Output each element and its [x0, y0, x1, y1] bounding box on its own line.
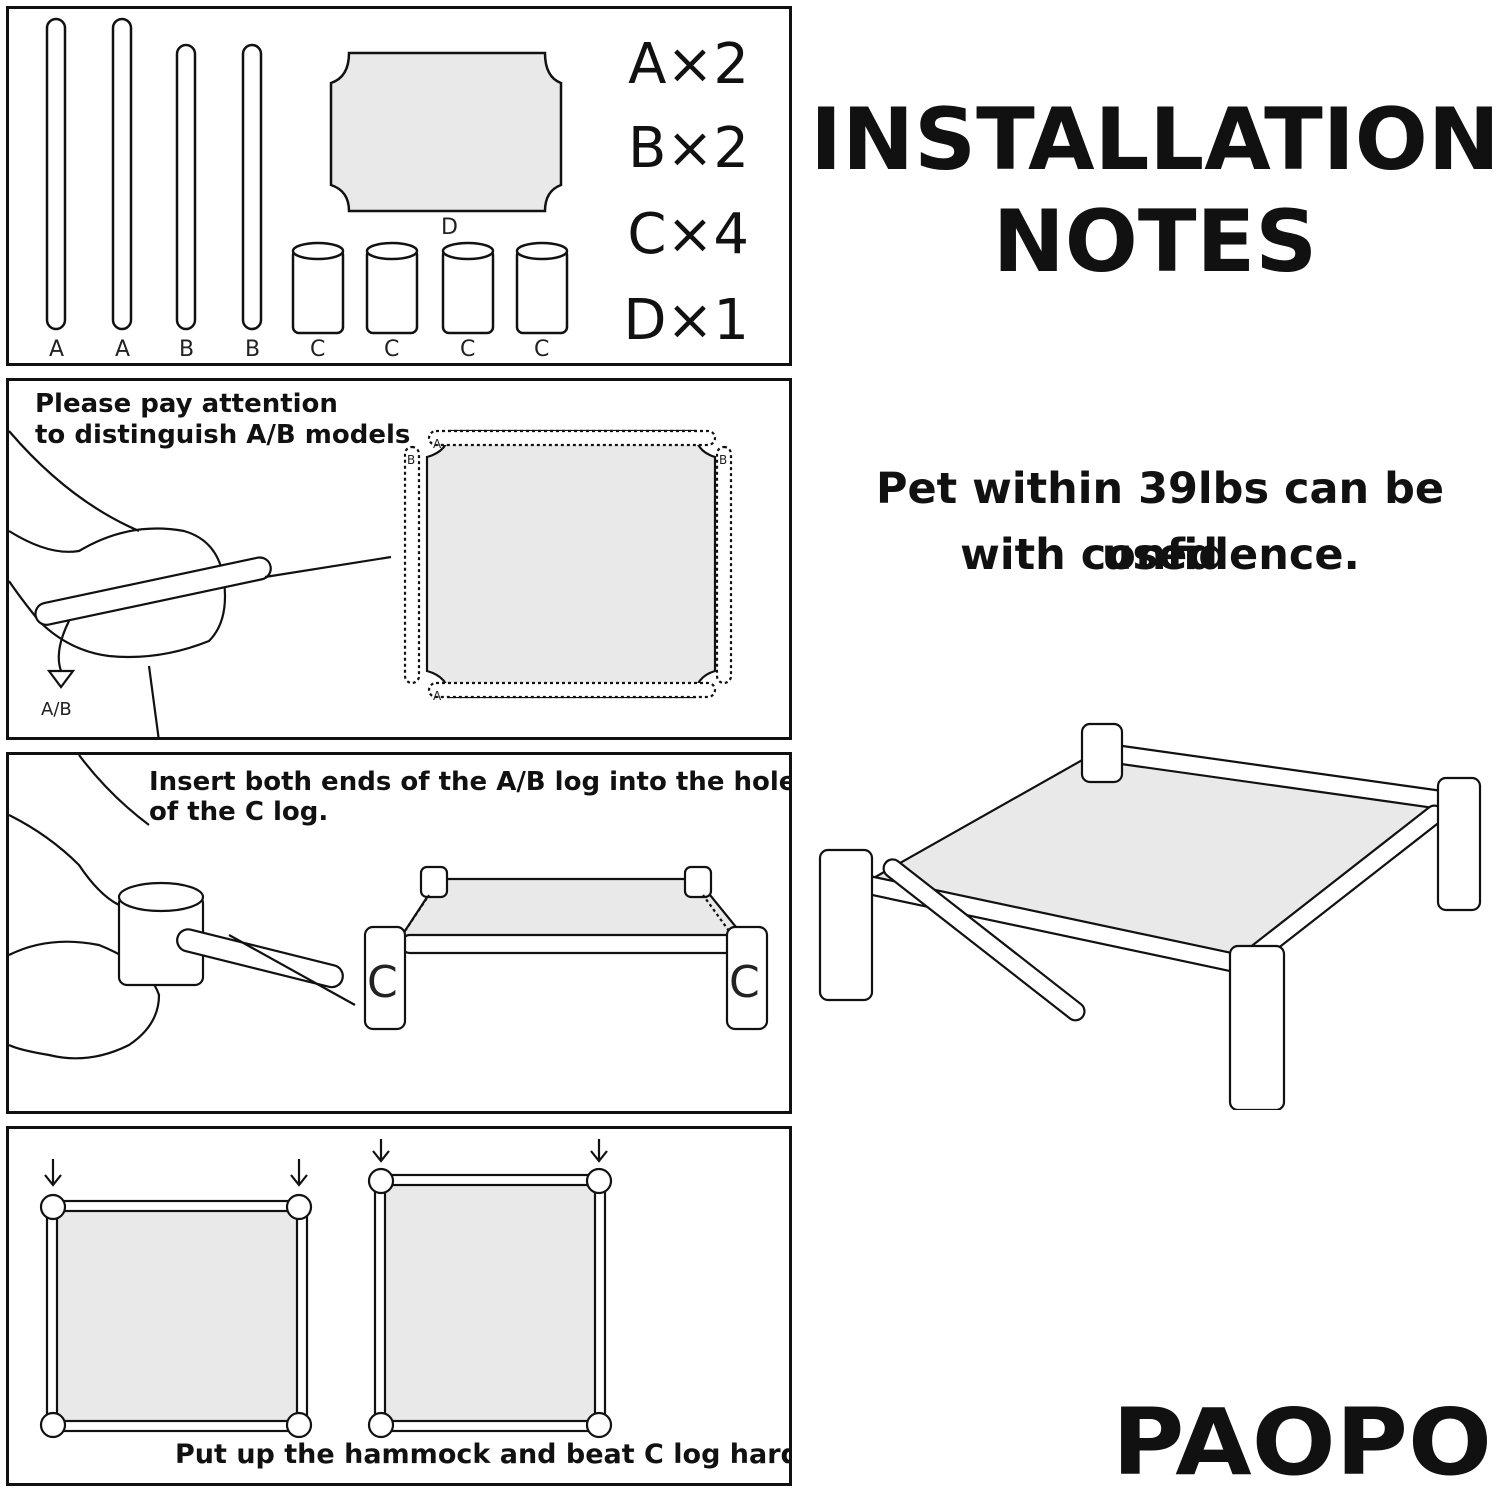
- distinguish-illustration: [9, 429, 733, 737]
- leg-left: [363, 925, 407, 1031]
- rod-label: B: [179, 337, 195, 362]
- cap-label: C: [534, 337, 550, 362]
- rod-b-2: [241, 43, 263, 331]
- count-c: C×4: [627, 202, 749, 267]
- parts-illustration: [45, 17, 569, 335]
- brand-logo: PAOPO: [1112, 1398, 1492, 1482]
- weight-note-line2: with confidence.: [960, 530, 1360, 580]
- brand-logo-text: PAOPO: [1112, 1398, 1492, 1482]
- rod-label: A: [49, 337, 65, 362]
- frame-after: [367, 1139, 613, 1439]
- leg-label: C: [367, 957, 398, 1008]
- bed-leg-right: [1436, 776, 1482, 912]
- arrow-label: A/B: [41, 699, 72, 720]
- hammock-d: [329, 51, 563, 213]
- bed-leg-left: [818, 848, 874, 1002]
- cap-c-1: [291, 241, 345, 335]
- page-title-line1: INSTALLATION: [810, 90, 1500, 190]
- page-title-line2: NOTES: [992, 192, 1318, 292]
- count-d: D×1: [623, 288, 749, 353]
- parts-list-panel: A A B B C C C C D A×2 B×2 C×4 D×1: [6, 6, 792, 366]
- rod-a-1: [45, 17, 67, 331]
- count-a: A×2: [628, 32, 749, 97]
- cap-label: C: [384, 337, 400, 362]
- bed-leg-back: [1080, 722, 1124, 784]
- count-b: B×2: [628, 116, 749, 181]
- weight-note-line1: Pet within 39lbs can be used: [875, 464, 1445, 580]
- rod-held: [34, 556, 272, 626]
- bed-leg-front: [1228, 944, 1286, 1110]
- assembled-bed-illustration: [818, 722, 1482, 1110]
- corner-label: B: [407, 453, 416, 467]
- step2-caption-line1: Insert both ends of the A/B log into the…: [149, 767, 792, 797]
- step3-caption: Put up the hammock and beat C log hard: [175, 1439, 792, 1470]
- cap-c-3: [441, 241, 495, 335]
- step-distinguish-panel: Please pay attention to distinguish A/B …: [6, 378, 792, 740]
- corner-label: A: [433, 689, 442, 703]
- step-insert-panel: Insert both ends of the A/B log into the…: [6, 752, 792, 1114]
- rod-insert: [176, 928, 344, 989]
- step-hammer-panel: Put up the hammock and beat C log hard: [6, 1126, 792, 1486]
- rod-a-2: [111, 17, 133, 331]
- leg-label: C: [729, 957, 760, 1008]
- rod-label: B: [245, 337, 261, 362]
- cap-held: [117, 881, 205, 987]
- corner-label: A: [433, 437, 442, 451]
- frame-before: [39, 1159, 313, 1439]
- rod-b-1: [175, 43, 197, 331]
- cap-c-4: [515, 241, 569, 335]
- hammock-label: D: [441, 215, 458, 240]
- rod-label: A: [115, 337, 131, 362]
- frame-fabric: [425, 429, 717, 699]
- leg-right: [725, 925, 769, 1031]
- cap-label: C: [310, 337, 326, 362]
- step2-caption-line2: of the C log.: [149, 797, 329, 827]
- cap-label: C: [460, 337, 476, 362]
- corner-label: B: [719, 453, 728, 467]
- step1-caption-line1: Please pay attention: [35, 389, 338, 419]
- insert-illustration: [9, 755, 769, 1060]
- hammer-illustration: [39, 1139, 613, 1439]
- cap-c-2: [365, 241, 419, 335]
- step1-caption-line2: to distinguish A/B models: [35, 420, 411, 450]
